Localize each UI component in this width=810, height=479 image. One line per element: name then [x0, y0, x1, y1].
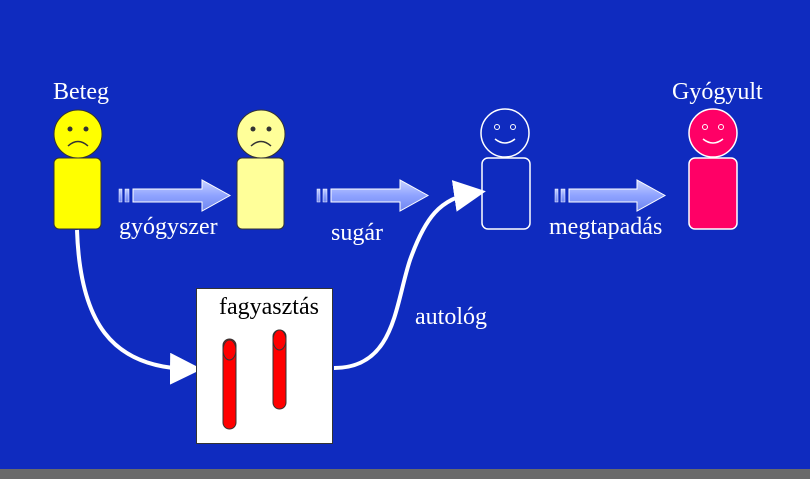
block-arrow-icon [316, 179, 430, 212]
sick-figure [53, 109, 103, 230]
happy-face-icon [480, 108, 530, 158]
weak-figure [236, 109, 286, 230]
test-tube-icon [272, 329, 287, 410]
body [481, 157, 531, 230]
healed-figure [688, 108, 738, 230]
sad-face-icon [53, 109, 103, 159]
body [53, 157, 102, 230]
engraftment-label: megtapadás [549, 214, 663, 240]
block-arrow-icon [118, 179, 232, 212]
happy-face-icon [688, 108, 738, 158]
autologous-label: autológ [415, 304, 487, 330]
tubes [222, 329, 287, 430]
sad-face-icon [236, 109, 286, 159]
freezing-box: fagyasztás [196, 288, 333, 444]
block-arrow-icon [554, 179, 667, 212]
curved-arrow-to-freezing [75, 229, 202, 385]
healed-label: Gyógyult [672, 79, 763, 105]
curved-arrow-autologous [333, 180, 486, 370]
sick-label: Beteg [53, 79, 109, 105]
freezing-label: fagyasztás [219, 294, 319, 320]
radiation-label: sugár [331, 220, 383, 246]
test-tube-icon [222, 338, 237, 430]
bottom-bar [0, 469, 810, 479]
body [236, 157, 285, 230]
drug-label: gyógyszer [119, 214, 218, 240]
empty-figure [480, 108, 531, 230]
body [688, 157, 738, 230]
